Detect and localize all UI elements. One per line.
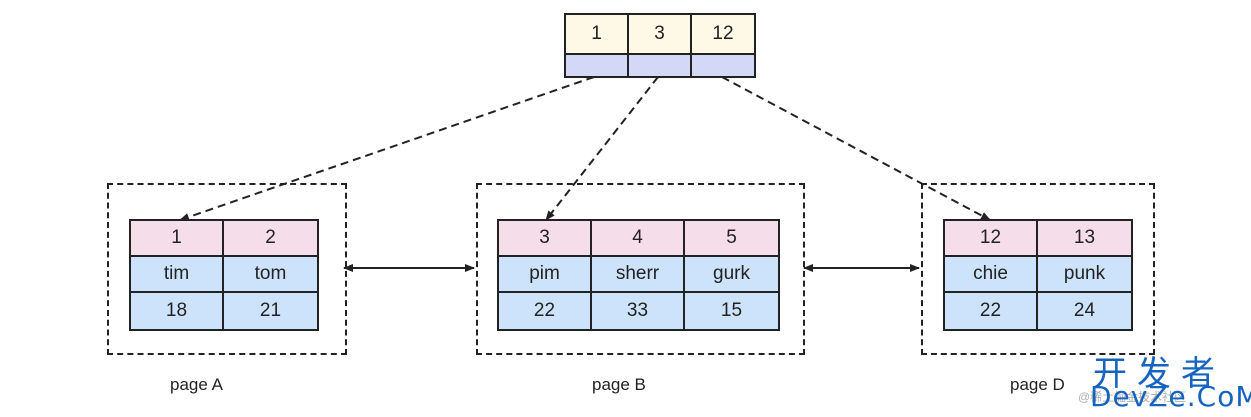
root-key: 12 <box>692 15 754 55</box>
root-pointer-slot <box>566 55 629 76</box>
record-key: 12 <box>945 221 1038 257</box>
record-key: 13 <box>1038 221 1131 257</box>
record-name: gurk <box>685 257 778 293</box>
pointer-to-page-a <box>179 76 595 221</box>
page-b-table: 3 4 5 pim sherr gurk 22 33 15 <box>497 219 780 331</box>
record-age: 22 <box>499 293 592 329</box>
pointer-to-page-d <box>721 76 991 221</box>
root-key: 1 <box>566 15 629 55</box>
root-node: 1 3 12 <box>564 13 756 78</box>
page-a-frame <box>107 183 347 355</box>
record-age: 15 <box>685 293 778 329</box>
record-age: 21 <box>224 293 317 329</box>
record-age: 33 <box>592 293 685 329</box>
record-key: 4 <box>592 221 685 257</box>
page-d-table: 12 13 chie punk 22 24 <box>943 219 1133 331</box>
record-name: tom <box>224 257 317 293</box>
page-d-frame <box>921 183 1155 355</box>
record-age: 18 <box>131 293 224 329</box>
page-b-frame <box>476 183 805 355</box>
watermark-credit: @稀土掘金技术社区 <box>1078 390 1187 404</box>
record-age: 22 <box>945 293 1038 329</box>
record-key: 5 <box>685 221 778 257</box>
record-age: 24 <box>1038 293 1131 329</box>
watermark-logo-domain: DevZe.CoM <box>1090 380 1251 413</box>
page-a-table: 1 2 tim tom 18 21 <box>129 219 319 331</box>
record-name: pim <box>499 257 592 293</box>
root-key: 3 <box>629 15 692 55</box>
record-key: 3 <box>499 221 592 257</box>
pointer-to-page-b <box>545 76 659 221</box>
record-name: tim <box>131 257 224 293</box>
root-pointer-slot <box>629 55 692 76</box>
page-a-label: page A <box>170 375 223 394</box>
page-b-label: page B <box>592 375 646 394</box>
record-name: chie <box>945 257 1038 293</box>
record-key: 1 <box>131 221 224 257</box>
root-pointer-slot <box>692 55 754 76</box>
record-key: 2 <box>224 221 317 257</box>
watermark-logo-text: 开发者 <box>1093 354 1225 394</box>
record-name: punk <box>1038 257 1131 293</box>
record-name: sherr <box>592 257 685 293</box>
page-d-label: page D <box>1010 375 1065 394</box>
